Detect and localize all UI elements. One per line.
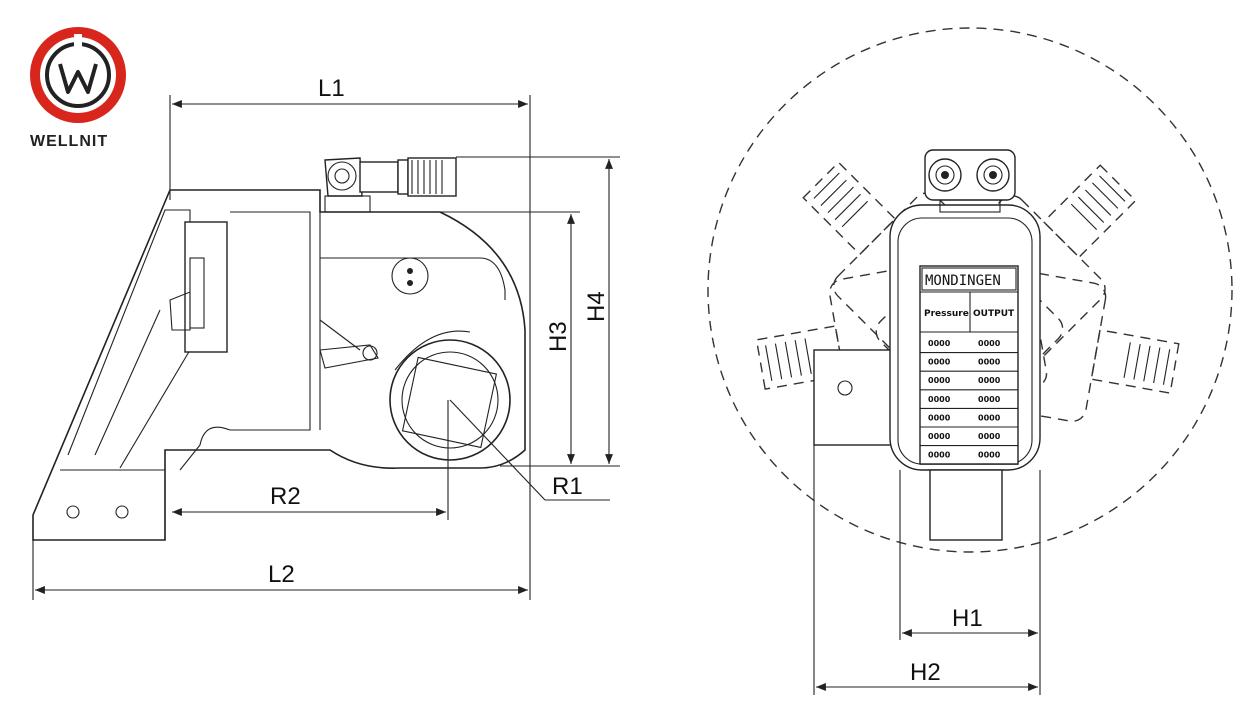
dimension-H4: H4: [456, 156, 620, 464]
label-L1: L1: [318, 75, 345, 102]
panel-header-pressure: Pressure: [924, 309, 969, 319]
panel-header-output: OUTPUT: [973, 309, 1015, 319]
dimension-L2: L2: [32, 470, 531, 600]
dimension-L1: L1: [169, 75, 531, 470]
panel-pressure-value: 0000: [928, 395, 951, 404]
side-view: [32, 157, 526, 541]
panel-output-value: 0000: [978, 376, 1001, 385]
dimension-R1: R1: [449, 399, 610, 501]
panel-output-value: 0000: [978, 432, 1001, 441]
dimension-H2: H2: [813, 445, 1041, 695]
label-L2: L2: [268, 561, 295, 588]
panel-output-value: 0000: [978, 339, 1001, 348]
label-H2: H2: [910, 659, 941, 686]
panel-output-value: 0000: [978, 413, 1001, 422]
label-R1: R1: [552, 473, 583, 500]
panel-output-value: 0000: [978, 451, 1001, 460]
dimension-H1: H1: [899, 470, 1041, 640]
panel-pressure-value: 0000: [928, 432, 951, 441]
dimension-R2: R2: [172, 400, 449, 520]
panel-output-value: 0000: [978, 358, 1001, 367]
panel-pressure-value: 0000: [928, 358, 951, 367]
panel-pressure-value: 0000: [928, 339, 951, 348]
panel-title: MONDINGEN: [925, 273, 1001, 289]
dimension-H3: H3: [440, 211, 620, 467]
panel-output-value: 0000: [978, 395, 1001, 404]
label-H1: H1: [952, 605, 983, 632]
panel-rows: 0000 0000 0000 0000 0000 0000 0000 0000 0000 0000…: [920, 339, 1018, 465]
brand-name: WELLNIT: [30, 133, 108, 150]
label-R2: R2: [270, 483, 301, 510]
panel-pressure-value: 0000: [928, 413, 951, 422]
panel-pressure-value: 0000: [928, 376, 951, 385]
label-H4: H4: [583, 291, 610, 322]
panel-pressure-value: 0000: [928, 451, 951, 460]
brand-logo: WELLNIT: [30, 27, 126, 150]
label-H3: H3: [545, 321, 572, 352]
